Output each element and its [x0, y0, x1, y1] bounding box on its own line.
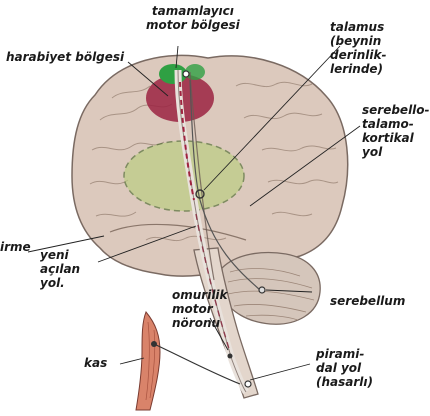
label-cerebellum: serebellum: [330, 294, 405, 308]
sma-node: [183, 71, 189, 77]
label-spinal-motor-neuron: omurilik motor nöronu: [172, 288, 228, 330]
cerebellum-node: [259, 287, 265, 293]
cerebellum: [222, 253, 320, 325]
label-pyramidal-tract: pirami- dal yol (hasarlı): [316, 347, 373, 389]
neuromuscular-junction: [151, 341, 157, 347]
motor-neuron-node: [228, 354, 233, 359]
label-muscle: kas: [84, 356, 107, 370]
label-rewiring: irme: [0, 240, 31, 254]
muscle: [136, 312, 160, 410]
label-cerebello-thalamo-cortical: serebello- talamo- kortikal yol: [362, 103, 430, 159]
label-damage-area: harabiyet bölgesi: [6, 50, 124, 64]
spinal-node: [245, 381, 251, 387]
label-new-pathway: yeni açılan yol.: [40, 248, 80, 290]
label-supplementary-motor: tamamlayıcı motor bölgesi: [146, 4, 240, 32]
label-thalamus: talamus (beynin derinlik- lerinde): [330, 20, 387, 76]
